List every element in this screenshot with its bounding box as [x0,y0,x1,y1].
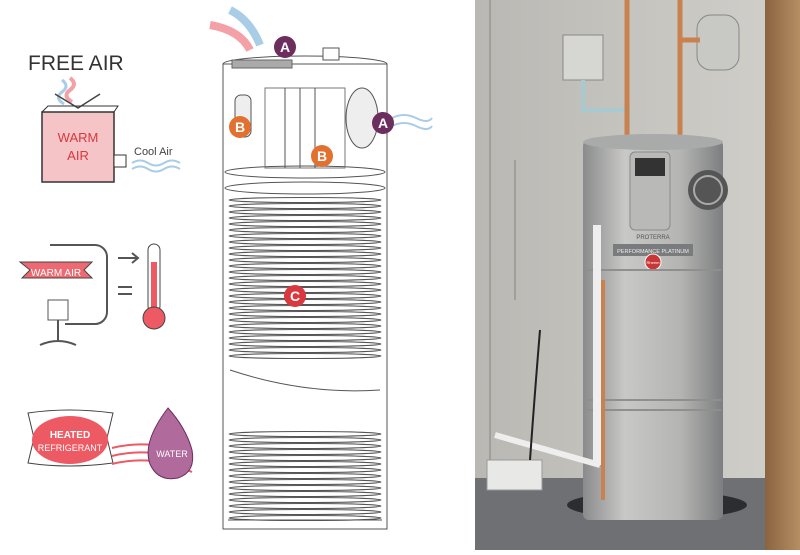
coil-turn [228,281,382,287]
marker-a [372,112,394,134]
coil-turn [228,257,382,263]
coil-turn [228,473,382,479]
coil-turn [228,335,382,341]
coil-turn [228,491,382,497]
coil-turn [228,245,382,251]
clamp-icon [39,244,108,346]
coil-turn [228,485,382,491]
coil-turn [228,497,382,503]
coil-turn [228,221,382,227]
svg-text:AIR: AIR [67,148,89,163]
marker-b [229,116,251,138]
water-drop-icon [147,407,194,480]
coil-turn [228,305,382,311]
coil-turn [228,509,382,515]
coil-turn [228,479,382,485]
coil-turn [228,329,382,335]
svg-text:HEATED: HEATED [50,430,90,441]
coil-turn [228,209,382,215]
marker-label: B [317,148,327,164]
coil-turn [228,323,382,329]
coil-turn [228,263,382,269]
coil-turn [228,203,382,209]
warm-air-box-icon [41,105,127,183]
coil-turn [228,443,382,449]
thermometer-icon [142,243,166,330]
water-label: WATER [156,449,188,459]
electrical-box [562,34,604,81]
coil-turn [228,311,382,317]
marker-c [284,285,306,307]
svg-text:Rheem: Rheem [647,260,661,265]
performance-badge: PERFORMANCE PLATINUM [617,249,689,255]
marker-label: B [235,119,245,135]
heat-pump-illustration: FREE AIR WARM AIR Cool Air WARM AIR HEAT… [18,6,433,530]
coil-turn [228,455,382,461]
coil-turn [228,503,382,509]
coil-turn [228,317,382,323]
coil-turn [228,233,382,239]
compressed-warm-air-label: WARM AIR [31,268,81,279]
marker-label: A [280,39,290,55]
coil-turn [228,197,382,203]
coil-turn [228,251,382,257]
expansion-tank [696,14,740,71]
free-air-title: FREE AIR [28,52,124,75]
marker-a [274,36,296,58]
coil-turn [228,449,382,455]
installed-water-heater-photo: PROTERRA PERFORMANCE PLATINUM Rheem [475,0,800,550]
brand-line: PROTERRA [636,235,669,241]
marker-label: C [290,288,300,304]
coil-turn [228,239,382,245]
warm-air-label: WARM [58,130,99,145]
coil-turn [228,353,382,359]
condensate-pump [486,459,543,491]
marker-label: A [378,115,388,131]
coil-turn [228,215,382,221]
coil-turn [228,341,382,347]
marker-b [311,145,333,167]
coil-turn [228,461,382,467]
coil-turn [228,275,382,281]
coil-turn [228,437,382,443]
coil-turn [228,269,382,275]
coil-turn [228,467,382,473]
coil-turn [228,227,382,233]
display-screen [635,158,665,176]
cool-air-label: Cool Air [134,146,173,158]
heated-refrigerant-label: REFRIGERANT [38,443,103,453]
coil-turn [228,431,382,437]
water-heater-tank [583,140,723,520]
coil-turn [228,347,382,353]
